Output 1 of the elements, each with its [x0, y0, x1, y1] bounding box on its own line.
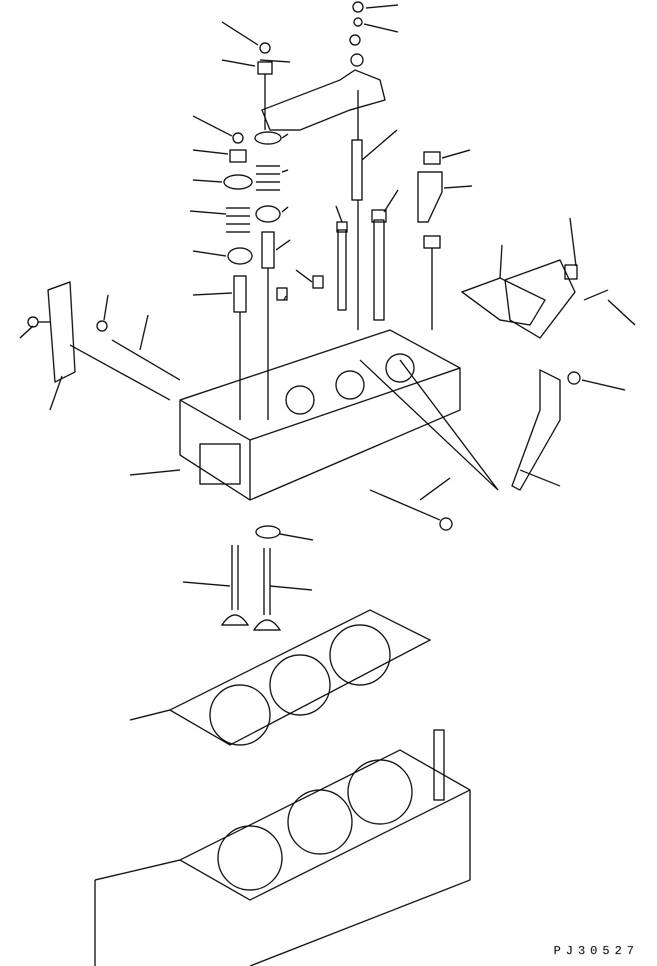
drawing-number: PJ30527: [554, 944, 639, 958]
